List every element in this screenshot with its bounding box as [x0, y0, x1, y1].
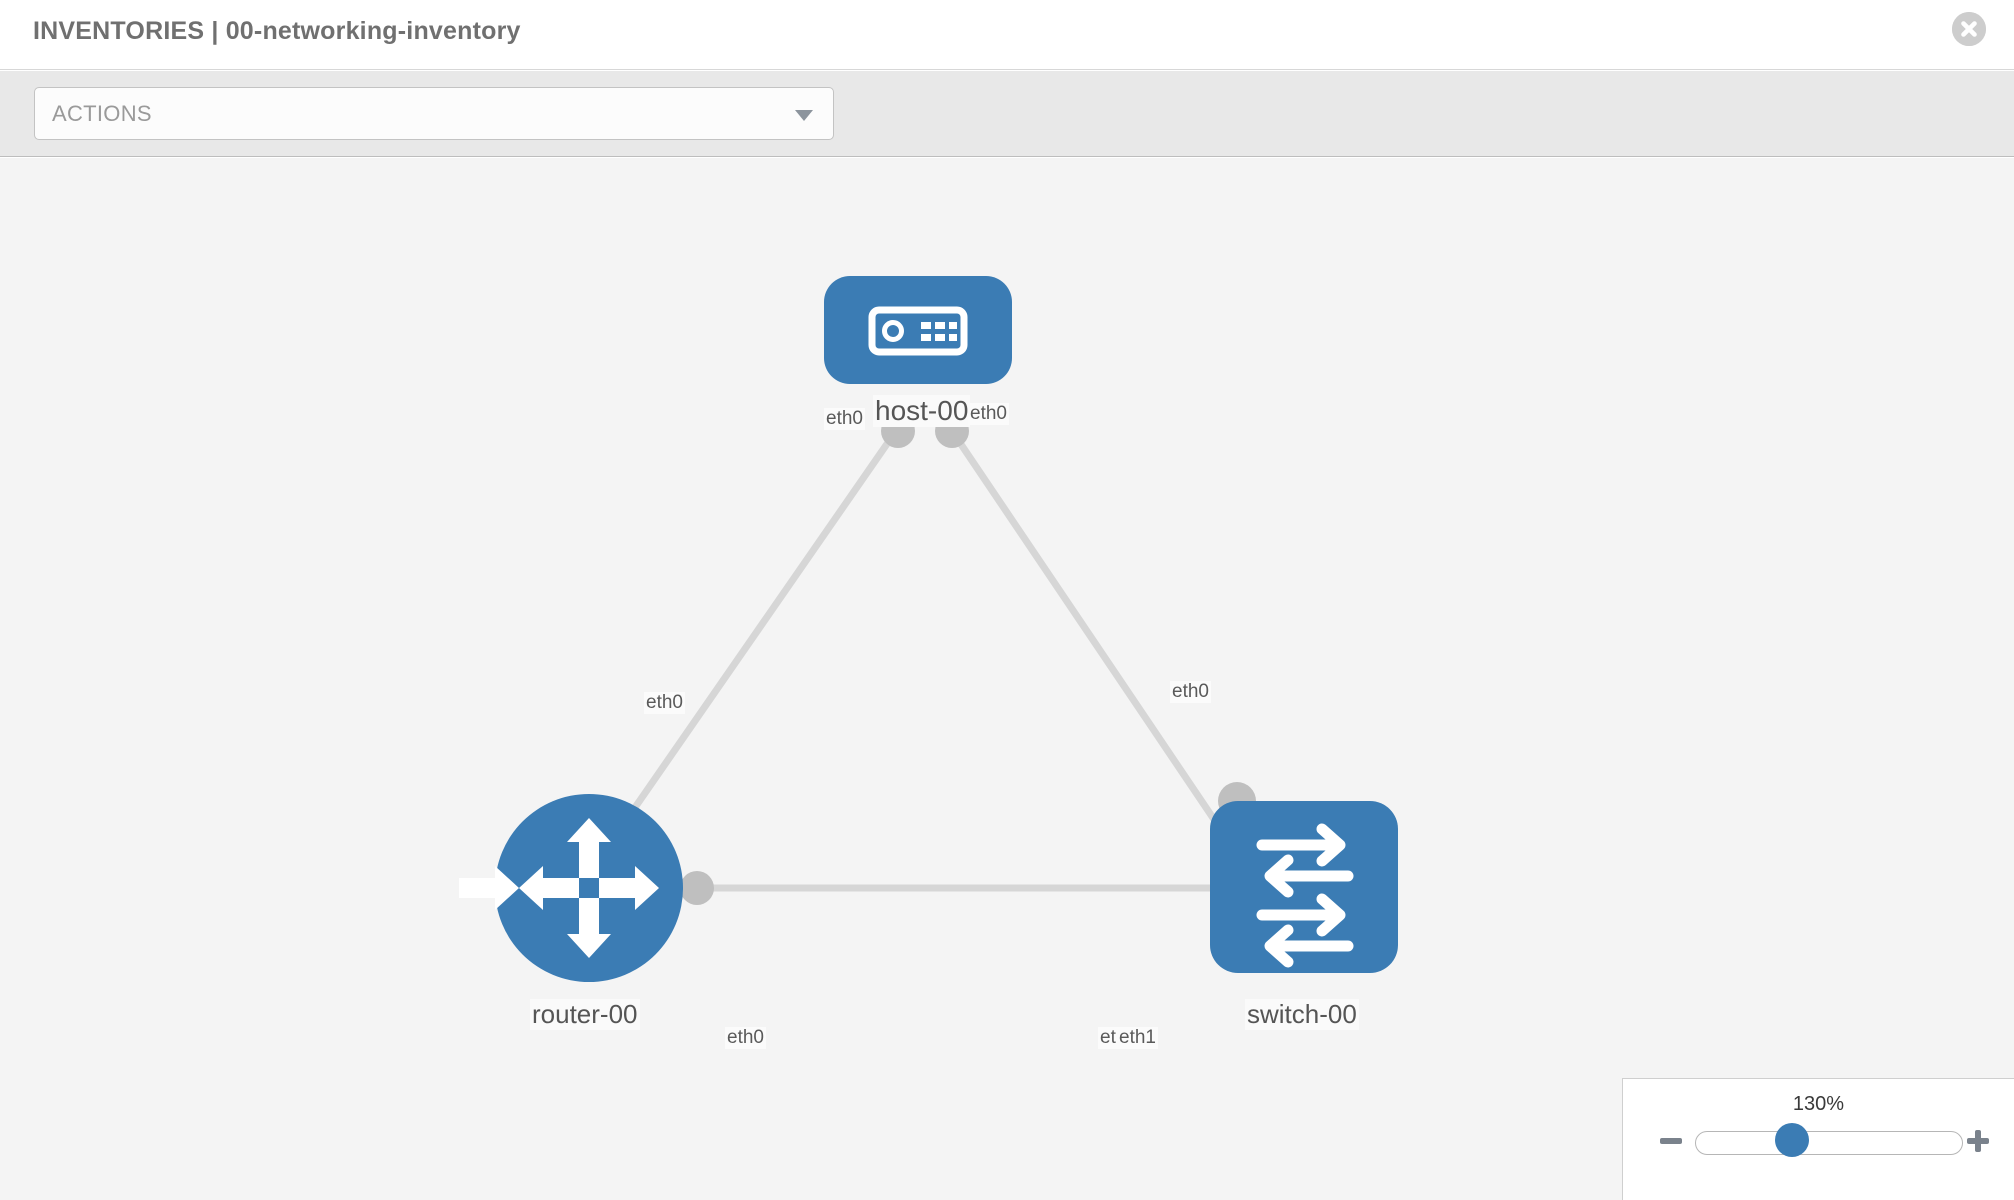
node-switch-00[interactable] [1210, 801, 1398, 973]
topology-graph [459, 276, 1398, 982]
page-header: INVENTORIES | 00-networking-inventory [0, 0, 2014, 70]
link-host-router[interactable] [597, 426, 901, 860]
iface-label-router-up: eth0 [644, 692, 685, 714]
zoom-control: 130% [1622, 1078, 2014, 1200]
plus-icon [1967, 1130, 1989, 1152]
node-label-router-00: router-00 [530, 999, 640, 1030]
connector-router-right[interactable] [680, 871, 714, 905]
zoom-slider-handle[interactable] [1775, 1123, 1809, 1157]
node-host-00-shape[interactable] [824, 276, 1012, 384]
chevron-down-icon [795, 110, 813, 121]
zoom-percent-label: 130% [1792, 1093, 1845, 1115]
router-arrows-icon [459, 818, 659, 958]
toolbar: ACTIONS SEARCH [0, 71, 2014, 211]
actions-dropdown[interactable]: ACTIONS [34, 87, 834, 140]
node-label-switch-00: switch-00 [1245, 999, 1359, 1030]
iface-label-switch-up: eth0 [1170, 681, 1211, 703]
server-icon [868, 306, 968, 356]
link-layer [597, 426, 1243, 892]
iface-label-router-right: eth0 [725, 1027, 766, 1049]
node-label-host-00: host-00 [873, 395, 971, 427]
actions-dropdown-label: ACTIONS [52, 101, 152, 126]
node-router-00[interactable] [459, 794, 683, 982]
minus-icon [1660, 1138, 1682, 1144]
node-host-00[interactable] [824, 276, 1012, 384]
iface-label-host-right: eth0 [968, 403, 1009, 425]
topology-canvas[interactable]: host-00 router-00 switch-00 eth0 eth0 et… [0, 158, 2014, 1200]
close-button[interactable] [1952, 12, 1986, 46]
iface-label-host-left: eth0 [824, 408, 865, 430]
zoom-out-button[interactable] [1655, 1125, 1687, 1157]
node-router-00-shape[interactable] [495, 794, 683, 982]
iface-label-switch-left-over: eth1 [1117, 1027, 1158, 1049]
zoom-slider-track[interactable] [1695, 1131, 1963, 1155]
connector-layer [680, 414, 1256, 905]
close-circle-icon [1952, 12, 1986, 46]
switch-arrows-icon [1256, 823, 1354, 968]
link-host-switch[interactable] [947, 426, 1243, 860]
zoom-in-button[interactable] [1962, 1125, 1994, 1157]
page-title: INVENTORIES | 00-networking-inventory [33, 17, 521, 45]
